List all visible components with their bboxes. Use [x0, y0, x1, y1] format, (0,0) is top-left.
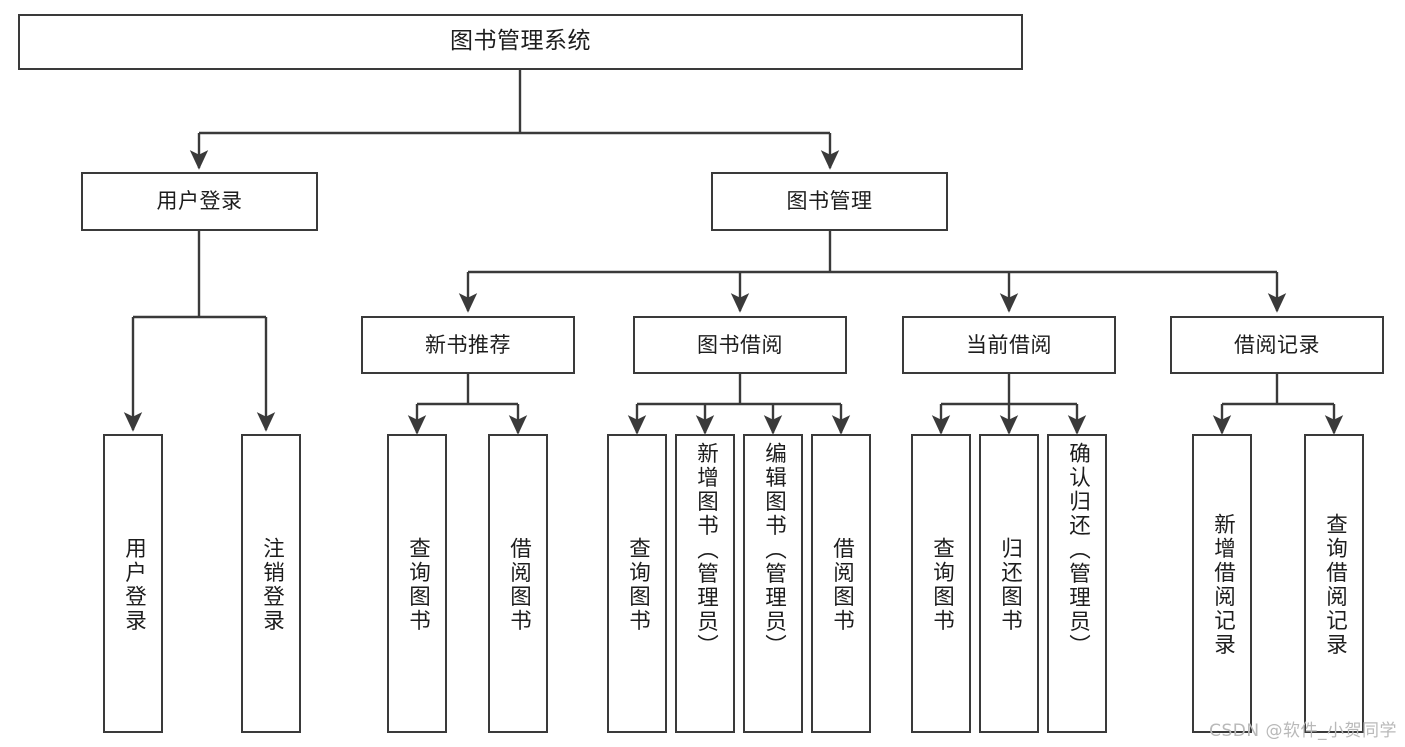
node-leaf-query-record-label: 查询借阅记录	[1322, 512, 1348, 657]
node-borrow-record-label: 借阅记录	[1234, 332, 1320, 357]
node-borrow-record[interactable]: 借阅记录	[1170, 316, 1384, 374]
node-leaf-logout[interactable]: 注销登录	[241, 434, 301, 733]
node-new-book-rec-label: 新书推荐	[425, 332, 511, 357]
node-new-book-rec[interactable]: 新书推荐	[361, 316, 575, 374]
node-leaf-return-book-label: 归还图书	[997, 536, 1023, 633]
node-book-borrow[interactable]: 图书借阅	[633, 316, 847, 374]
node-leaf-query-book-3-label: 查询图书	[929, 536, 955, 633]
node-current-borrow-label: 当前借阅	[966, 332, 1052, 357]
node-leaf-borrow-book-1[interactable]: 借阅图书	[488, 434, 548, 733]
node-leaf-query-book-3[interactable]: 查询图书	[911, 434, 971, 733]
node-leaf-borrow-book-1-label: 借阅图书	[506, 536, 532, 633]
node-leaf-user-login-label: 用户登录	[121, 536, 147, 633]
node-leaf-query-book-1-label: 查询图书	[405, 536, 431, 633]
node-leaf-add-record[interactable]: 新增借阅记录	[1192, 434, 1252, 733]
node-leaf-user-login[interactable]: 用户登录	[103, 434, 163, 733]
node-leaf-borrow-book-2[interactable]: 借阅图书	[811, 434, 871, 733]
node-leaf-logout-label: 注销登录	[259, 536, 285, 633]
node-leaf-add-record-label: 新增借阅记录	[1210, 512, 1236, 657]
node-current-borrow[interactable]: 当前借阅	[902, 316, 1116, 374]
node-leaf-query-book-2-label: 查询图书	[625, 536, 651, 633]
node-user-login[interactable]: 用户登录	[81, 172, 318, 231]
node-book-manage[interactable]: 图书管理	[711, 172, 948, 231]
node-root[interactable]: 图书管理系统	[18, 14, 1023, 70]
node-leaf-query-book-2[interactable]: 查询图书	[607, 434, 667, 733]
node-leaf-add-book-label: 新增图书（管理员）	[693, 442, 719, 658]
node-leaf-edit-book[interactable]: 编辑图书（管理员）	[743, 434, 803, 733]
node-root-label: 图书管理系统	[450, 28, 591, 55]
node-leaf-edit-book-label: 编辑图书（管理员）	[761, 442, 787, 658]
node-leaf-confirm-return-label: 确认归还（管理员）	[1065, 442, 1091, 658]
watermark-text: CSDN @软件_小贺同学	[1209, 721, 1397, 741]
node-user-login-label: 用户登录	[156, 189, 243, 214]
node-book-borrow-label: 图书借阅	[697, 332, 783, 357]
node-leaf-confirm-return[interactable]: 确认归还（管理员）	[1047, 434, 1107, 733]
node-book-manage-label: 图书管理	[786, 189, 873, 214]
node-leaf-query-book-1[interactable]: 查询图书	[387, 434, 447, 733]
node-leaf-add-book[interactable]: 新增图书（管理员）	[675, 434, 735, 733]
node-leaf-query-record[interactable]: 查询借阅记录	[1304, 434, 1364, 733]
node-leaf-borrow-book-2-label: 借阅图书	[829, 536, 855, 633]
node-leaf-return-book[interactable]: 归还图书	[979, 434, 1039, 733]
